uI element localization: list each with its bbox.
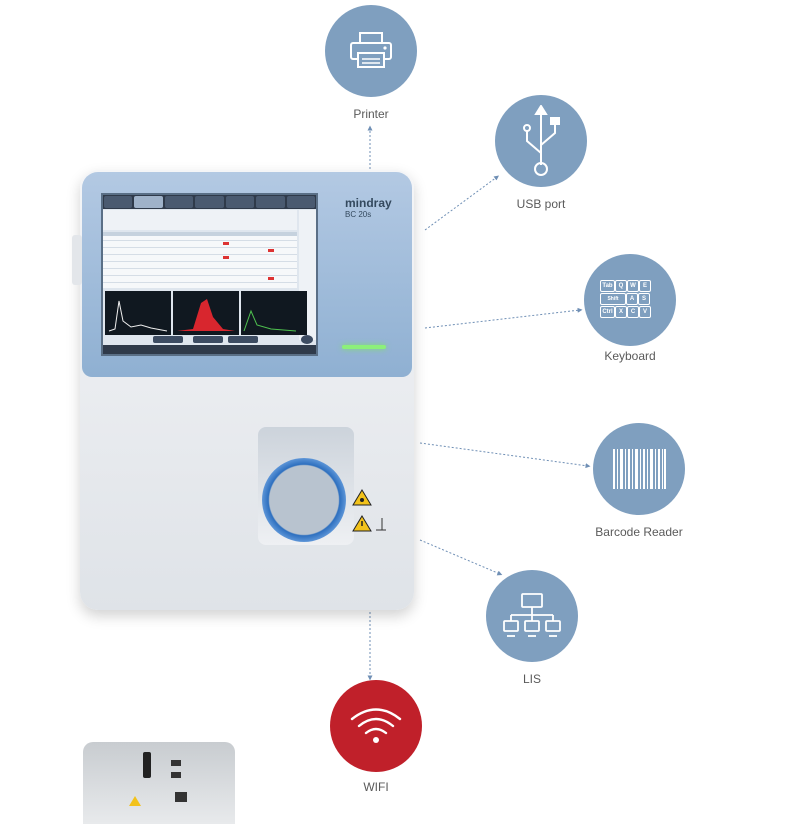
status-led xyxy=(342,345,386,349)
screen-tab xyxy=(104,196,133,208)
inset-photo-rear-panel xyxy=(83,742,235,824)
screen-button xyxy=(153,336,183,343)
barcode-feature xyxy=(593,423,685,515)
key-c: C xyxy=(627,306,639,318)
wifi-icon xyxy=(350,708,402,743)
side-port xyxy=(72,235,82,285)
warning-icons xyxy=(352,489,386,532)
screen-results-table xyxy=(103,232,297,288)
key-a: A xyxy=(626,293,638,305)
plt-histogram xyxy=(241,291,307,335)
key-s: S xyxy=(638,293,650,305)
screen-tab xyxy=(164,196,194,208)
screen-status-bar xyxy=(103,345,316,354)
usb-feature xyxy=(495,95,587,187)
usb-label: USB port xyxy=(516,197,566,211)
printer-label: Printer xyxy=(353,107,389,121)
printer-icon xyxy=(350,32,392,68)
screen-button xyxy=(193,336,223,343)
key-v: V xyxy=(639,306,651,318)
wifi-antenna xyxy=(143,752,151,778)
touch-screen[interactable] xyxy=(101,193,318,356)
key-shift: Shift xyxy=(600,293,626,305)
barcode-label: Barcode Reader xyxy=(595,525,683,539)
screen-tab xyxy=(195,196,224,208)
brand-logo: mindray xyxy=(345,196,392,210)
screen-next-button xyxy=(301,335,313,344)
lis-label: LIS xyxy=(522,672,541,686)
screen-tab xyxy=(256,196,285,208)
keyboard-label: Keyboard xyxy=(604,349,656,363)
wifi-feature xyxy=(330,680,422,772)
screen-tab-active xyxy=(134,196,163,208)
rbc-histogram xyxy=(173,291,239,335)
lan-port xyxy=(175,792,187,802)
lis-feature xyxy=(486,570,578,662)
key-q: Q xyxy=(615,280,627,292)
usb-port xyxy=(171,772,181,778)
usb-port xyxy=(171,760,181,766)
screen-sample-info xyxy=(103,210,297,230)
wifi-label: WIFI xyxy=(363,780,389,794)
wbc-histogram xyxy=(105,291,171,335)
key-ctrl: Ctrl xyxy=(600,306,615,318)
sample-probe-ring[interactable] xyxy=(262,458,346,542)
barcode-icon xyxy=(613,449,666,489)
screen-tab xyxy=(286,196,315,208)
key-tab: Tab xyxy=(600,280,615,292)
screen-toolbar xyxy=(103,195,316,209)
key-w: W xyxy=(627,280,639,292)
keyboard-icon: Tab Q W E Shift A S Ctrl X C V xyxy=(600,280,660,320)
screen-tab xyxy=(225,196,255,208)
key-x: X xyxy=(615,306,627,318)
printer-feature xyxy=(325,5,417,97)
model-name: BC 20s xyxy=(345,210,372,219)
screen-button xyxy=(228,336,258,343)
keyboard-feature: Tab Q W E Shift A S Ctrl X C V xyxy=(584,254,676,346)
network-icon xyxy=(503,593,561,637)
key-e: E xyxy=(639,280,651,292)
usb-icon xyxy=(523,105,560,176)
